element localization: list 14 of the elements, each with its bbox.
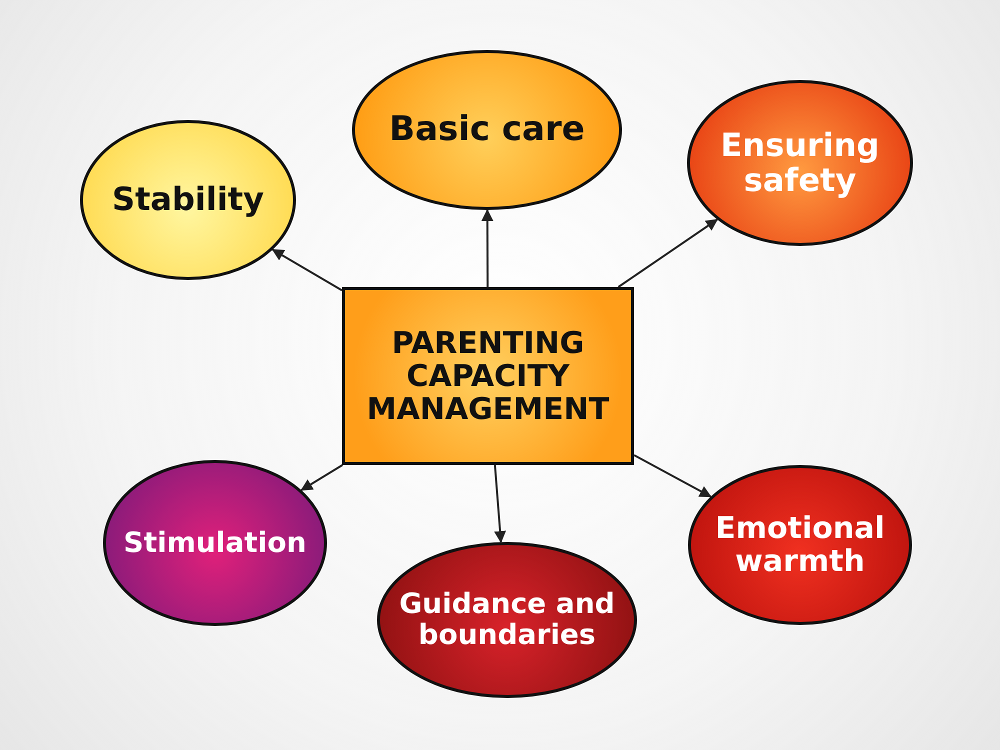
arrow <box>481 209 494 287</box>
topic-label: Emotional warmth <box>714 512 886 578</box>
topic-label: Ensuring safety <box>720 128 880 198</box>
arrow <box>618 218 718 288</box>
arrow <box>300 464 344 492</box>
topic-label: Basic care <box>389 111 585 149</box>
topic-box <box>342 287 634 465</box>
arrow <box>272 248 342 292</box>
topic-label: Stability <box>112 182 264 218</box>
topic-label: Guidance and boundaries <box>398 589 616 651</box>
arrow <box>494 464 506 544</box>
arrow <box>634 454 712 498</box>
topic-label: PARENTING CAPACITY MANAGEMENT <box>366 326 610 426</box>
topic-label: Stimulation <box>124 528 306 558</box>
